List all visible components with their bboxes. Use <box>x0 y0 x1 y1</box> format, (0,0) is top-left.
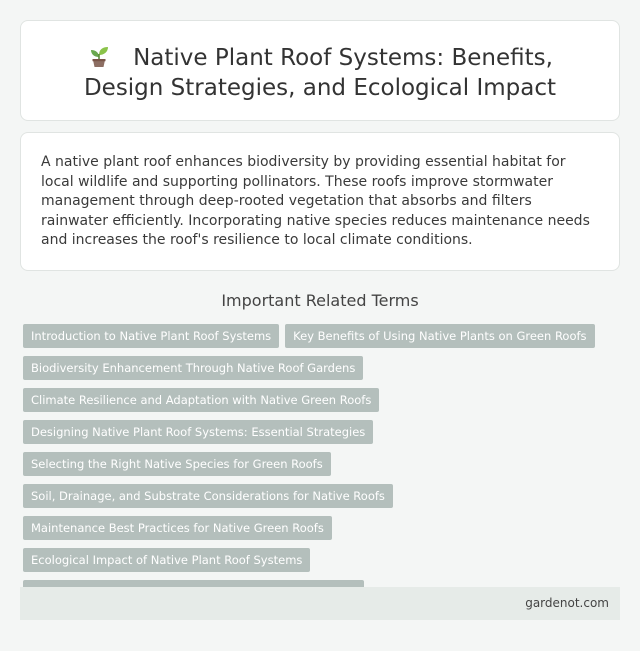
term-tag[interactable]: Selecting the Right Native Species for G… <box>23 452 331 476</box>
site-link[interactable]: gardenot.com <box>525 596 609 610</box>
term-tag[interactable]: Soil, Drainage, and Substrate Considerat… <box>23 484 393 508</box>
intro-card: A native plant roof enhances biodiversit… <box>20 132 620 271</box>
term-tag[interactable]: Designing Native Plant Roof Systems: Ess… <box>23 420 374 444</box>
intro-paragraph: A native plant roof enhances biodiversit… <box>41 154 590 248</box>
term-tag[interactable]: Climate Resilience and Adaptation with N… <box>23 388 380 412</box>
title-text: Native Plant Roof Systems: Benefits, Des… <box>83 45 557 101</box>
related-terms-heading: Important Related Terms <box>221 291 419 310</box>
related-terms-list: Introduction to Native Plant Roof System… <box>23 324 613 604</box>
title-card: Native Plant Roof Systems: Benefits, Des… <box>20 20 620 121</box>
sprout-icon <box>91 47 109 67</box>
term-tag[interactable]: Introduction to Native Plant Roof System… <box>23 324 280 348</box>
footer-bar: gardenot.com <box>20 587 620 620</box>
term-tag[interactable]: Key Benefits of Using Native Plants on G… <box>285 324 595 348</box>
term-tag[interactable]: Ecological Impact of Native Plant Roof S… <box>23 548 311 572</box>
page-title: Native Plant Roof Systems: Benefits, Des… <box>21 43 619 103</box>
term-tag[interactable]: Biodiversity Enhancement Through Native … <box>23 356 364 380</box>
term-tag[interactable]: Maintenance Best Practices for Native Gr… <box>23 516 332 540</box>
